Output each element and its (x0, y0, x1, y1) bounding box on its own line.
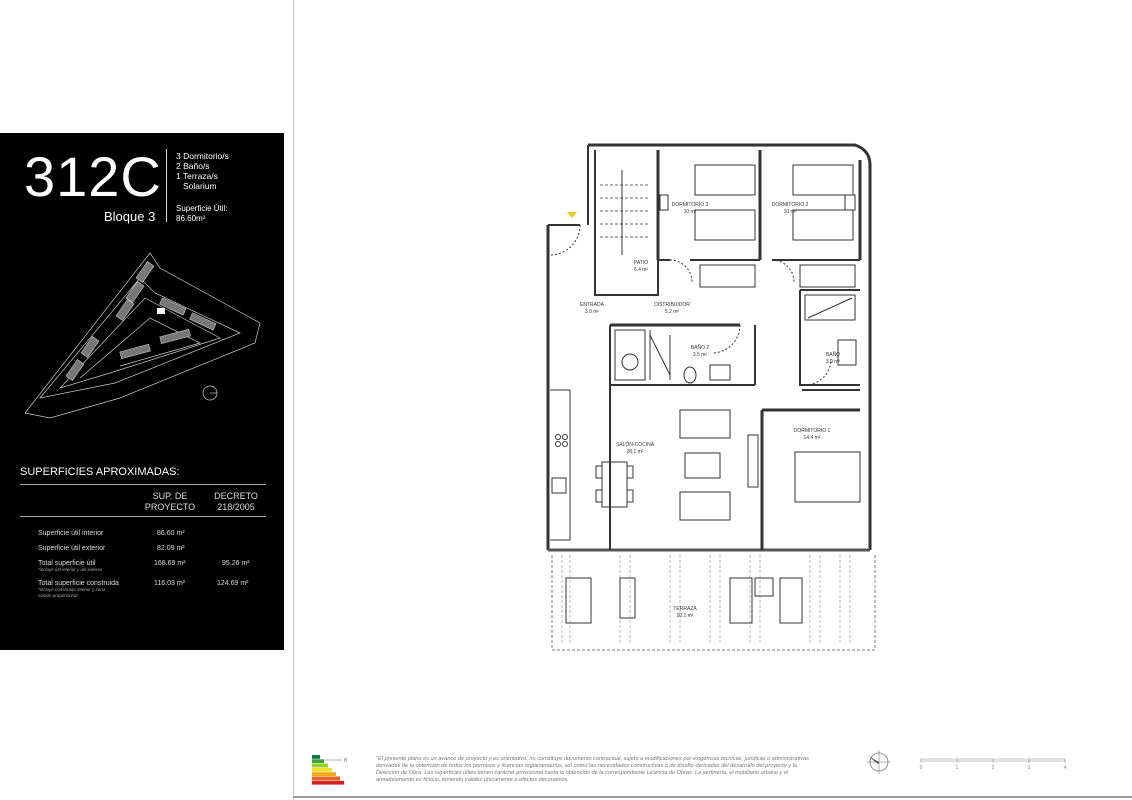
room-area: 3.5 m² (693, 352, 708, 358)
features-list: 3 Dormitorio/s 2 Baño/s 1 Terraza/s Sola… (176, 151, 229, 191)
entrance-marker-icon (567, 212, 577, 218)
value-decreto: 124.69 m² (217, 580, 249, 587)
useful-area-value: 86.60m² (176, 214, 206, 223)
value-proyecto: 116.03 m² (154, 580, 185, 587)
room-name: DISTRIBUIDOR (654, 302, 690, 308)
feature-solarium: Solarium (183, 181, 217, 191)
surface-row: Total superficie útil*incluye útil inter… (38, 560, 103, 572)
energy-class-bar (312, 772, 336, 776)
feature-bedrooms: 3 Dormitorio/s (176, 151, 229, 161)
energy-class-bar (312, 759, 324, 764)
useful-area: Superficie Útil: 86.60m² (176, 204, 228, 224)
feature-bathrooms: 2 Baño/s (176, 161, 210, 171)
useful-area-label: Superficie Útil: (176, 204, 228, 213)
room-name: PATIO (634, 260, 648, 266)
room-name: TERRAZA (673, 606, 697, 612)
room-area: 20.1 m² (677, 613, 694, 619)
room-area: 14.4 m² (804, 435, 821, 441)
unit-location-marker (157, 308, 165, 314)
surface-row: Superficie útil exterior (38, 545, 106, 552)
value-proyecto: 82.09 m² (157, 545, 185, 552)
energy-class-bar (312, 780, 344, 785)
page-border-left (293, 0, 294, 800)
room-labels: DORMITORIO 3 10 m² DORMITORIO 2 10 m² PA… (580, 202, 840, 619)
north-compass-icon (867, 750, 891, 774)
surface-row: Superficie útil interior (38, 530, 104, 537)
divider (20, 484, 266, 485)
room-area: 3.0 m² (585, 309, 600, 315)
surfaces-title: SUPERFICIES APROXIMADAS: (20, 466, 180, 478)
energy-rating-value: B (344, 758, 348, 764)
scale-tick-label: 4 (1064, 765, 1067, 771)
energy-class-bar (312, 755, 320, 759)
room-area: 28.1 m² (627, 449, 644, 455)
scale-tick-label: 2 (992, 765, 995, 771)
energy-class-bar (312, 763, 328, 768)
scale-tick-label: 3 (1028, 765, 1031, 771)
room-area: 10 m² (684, 209, 697, 215)
site-map (24, 252, 261, 419)
info-panel: 312C Bloque 3 3 Dormitorio/s 2 Baño/s 1 … (0, 133, 284, 650)
unit-code: 312C (24, 145, 162, 208)
divider (166, 149, 167, 222)
value-proyecto: 86.60 m² (157, 530, 185, 537)
room-name: BAÑO (826, 351, 840, 358)
room-name: DORMITORIO 1 (794, 428, 831, 434)
room-name: ENTRADA (580, 302, 605, 308)
room-name: BAÑO 2 (691, 344, 710, 351)
divider (20, 516, 266, 517)
feature-terraces: 1 Terraza/s (176, 171, 218, 181)
energy-class-bar (312, 767, 332, 772)
scale-tick-label: 0 (920, 765, 923, 771)
surface-row: Total superficie construida*incluye cons… (38, 580, 119, 598)
scale-tick-label: 1 (956, 765, 959, 771)
room-area: 5.2 m² (665, 309, 680, 315)
room-area: 3.9 m² (826, 359, 841, 365)
energy-rating-chart: B (312, 755, 348, 785)
room-name: DORMITORIO 3 (672, 202, 709, 208)
disclaimer-text: "El presente plano es un avance de proye… (376, 756, 809, 783)
energy-class-bar (312, 776, 340, 781)
block-label: Bloque 3 (104, 209, 156, 224)
scale-bar: 0 1 2 3 4 (920, 758, 1067, 771)
room-area: 10 m² (784, 209, 797, 215)
room-name: DORMITORIO 2 (772, 202, 809, 208)
value-proyecto: 168.69 m² (154, 560, 186, 567)
page-border-bottom (293, 796, 1132, 798)
floor-plan: DORMITORIO 3 10 m² DORMITORIO 2 10 m² PA… (546, 143, 876, 651)
room-name: SALÓN-COCINA (616, 441, 655, 448)
value-decreto: 95.26 m² (222, 560, 250, 567)
room-area: 6.4 m² (634, 267, 649, 273)
